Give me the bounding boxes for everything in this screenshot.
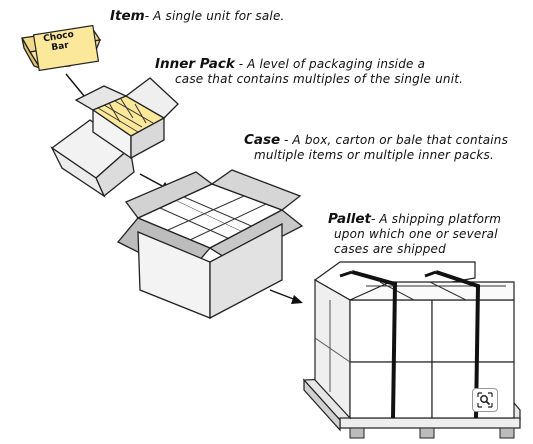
case-annotation: Case - A box, carton or bale that contai… — [244, 133, 508, 163]
pallet-illustration — [302, 261, 521, 439]
inner-pack-annotation: Inner Pack - A level of packaging inside… — [155, 57, 463, 87]
pallet-term: Pallet — [328, 211, 372, 227]
zoom-search-icon — [477, 392, 493, 408]
pallet-separator: - — [371, 212, 376, 226]
arrow-case-to-pallet — [269, 289, 303, 304]
case-separator: - — [284, 133, 289, 147]
item-separator: - — [144, 9, 150, 23]
pallet-definition-line3: cases are shipped — [334, 242, 446, 256]
case-term: Case — [244, 132, 281, 148]
inner-pack-term: Inner Pack — [155, 56, 235, 72]
choco-bar-illustration — [20, 24, 102, 72]
inner-pack-definition-line2: case that contains multiples of the sing… — [175, 72, 464, 86]
case-definition-line2: multiple items or multiple inner packs. — [254, 148, 494, 162]
case-definition-line1: A box, carton or bale that contains — [292, 133, 509, 147]
item-annotation: Item- A single unit for sale. — [110, 9, 285, 24]
inner-pack-definition-line1: A level of packaging inside a — [247, 57, 426, 71]
pallet-annotation: Pallet- A shipping platform upon which o… — [328, 212, 501, 257]
item-definition: A single unit for sale. — [153, 9, 285, 23]
pallet-definition-line2: upon which one or several — [334, 227, 498, 241]
inner-pack-illustration — [50, 77, 179, 198]
case-illustration — [116, 169, 304, 320]
zoom-button[interactable] — [472, 388, 498, 412]
pallet-definition-line1: A shipping platform — [379, 212, 502, 226]
item-term: Item — [110, 8, 145, 24]
inner-pack-separator: - — [238, 57, 244, 71]
